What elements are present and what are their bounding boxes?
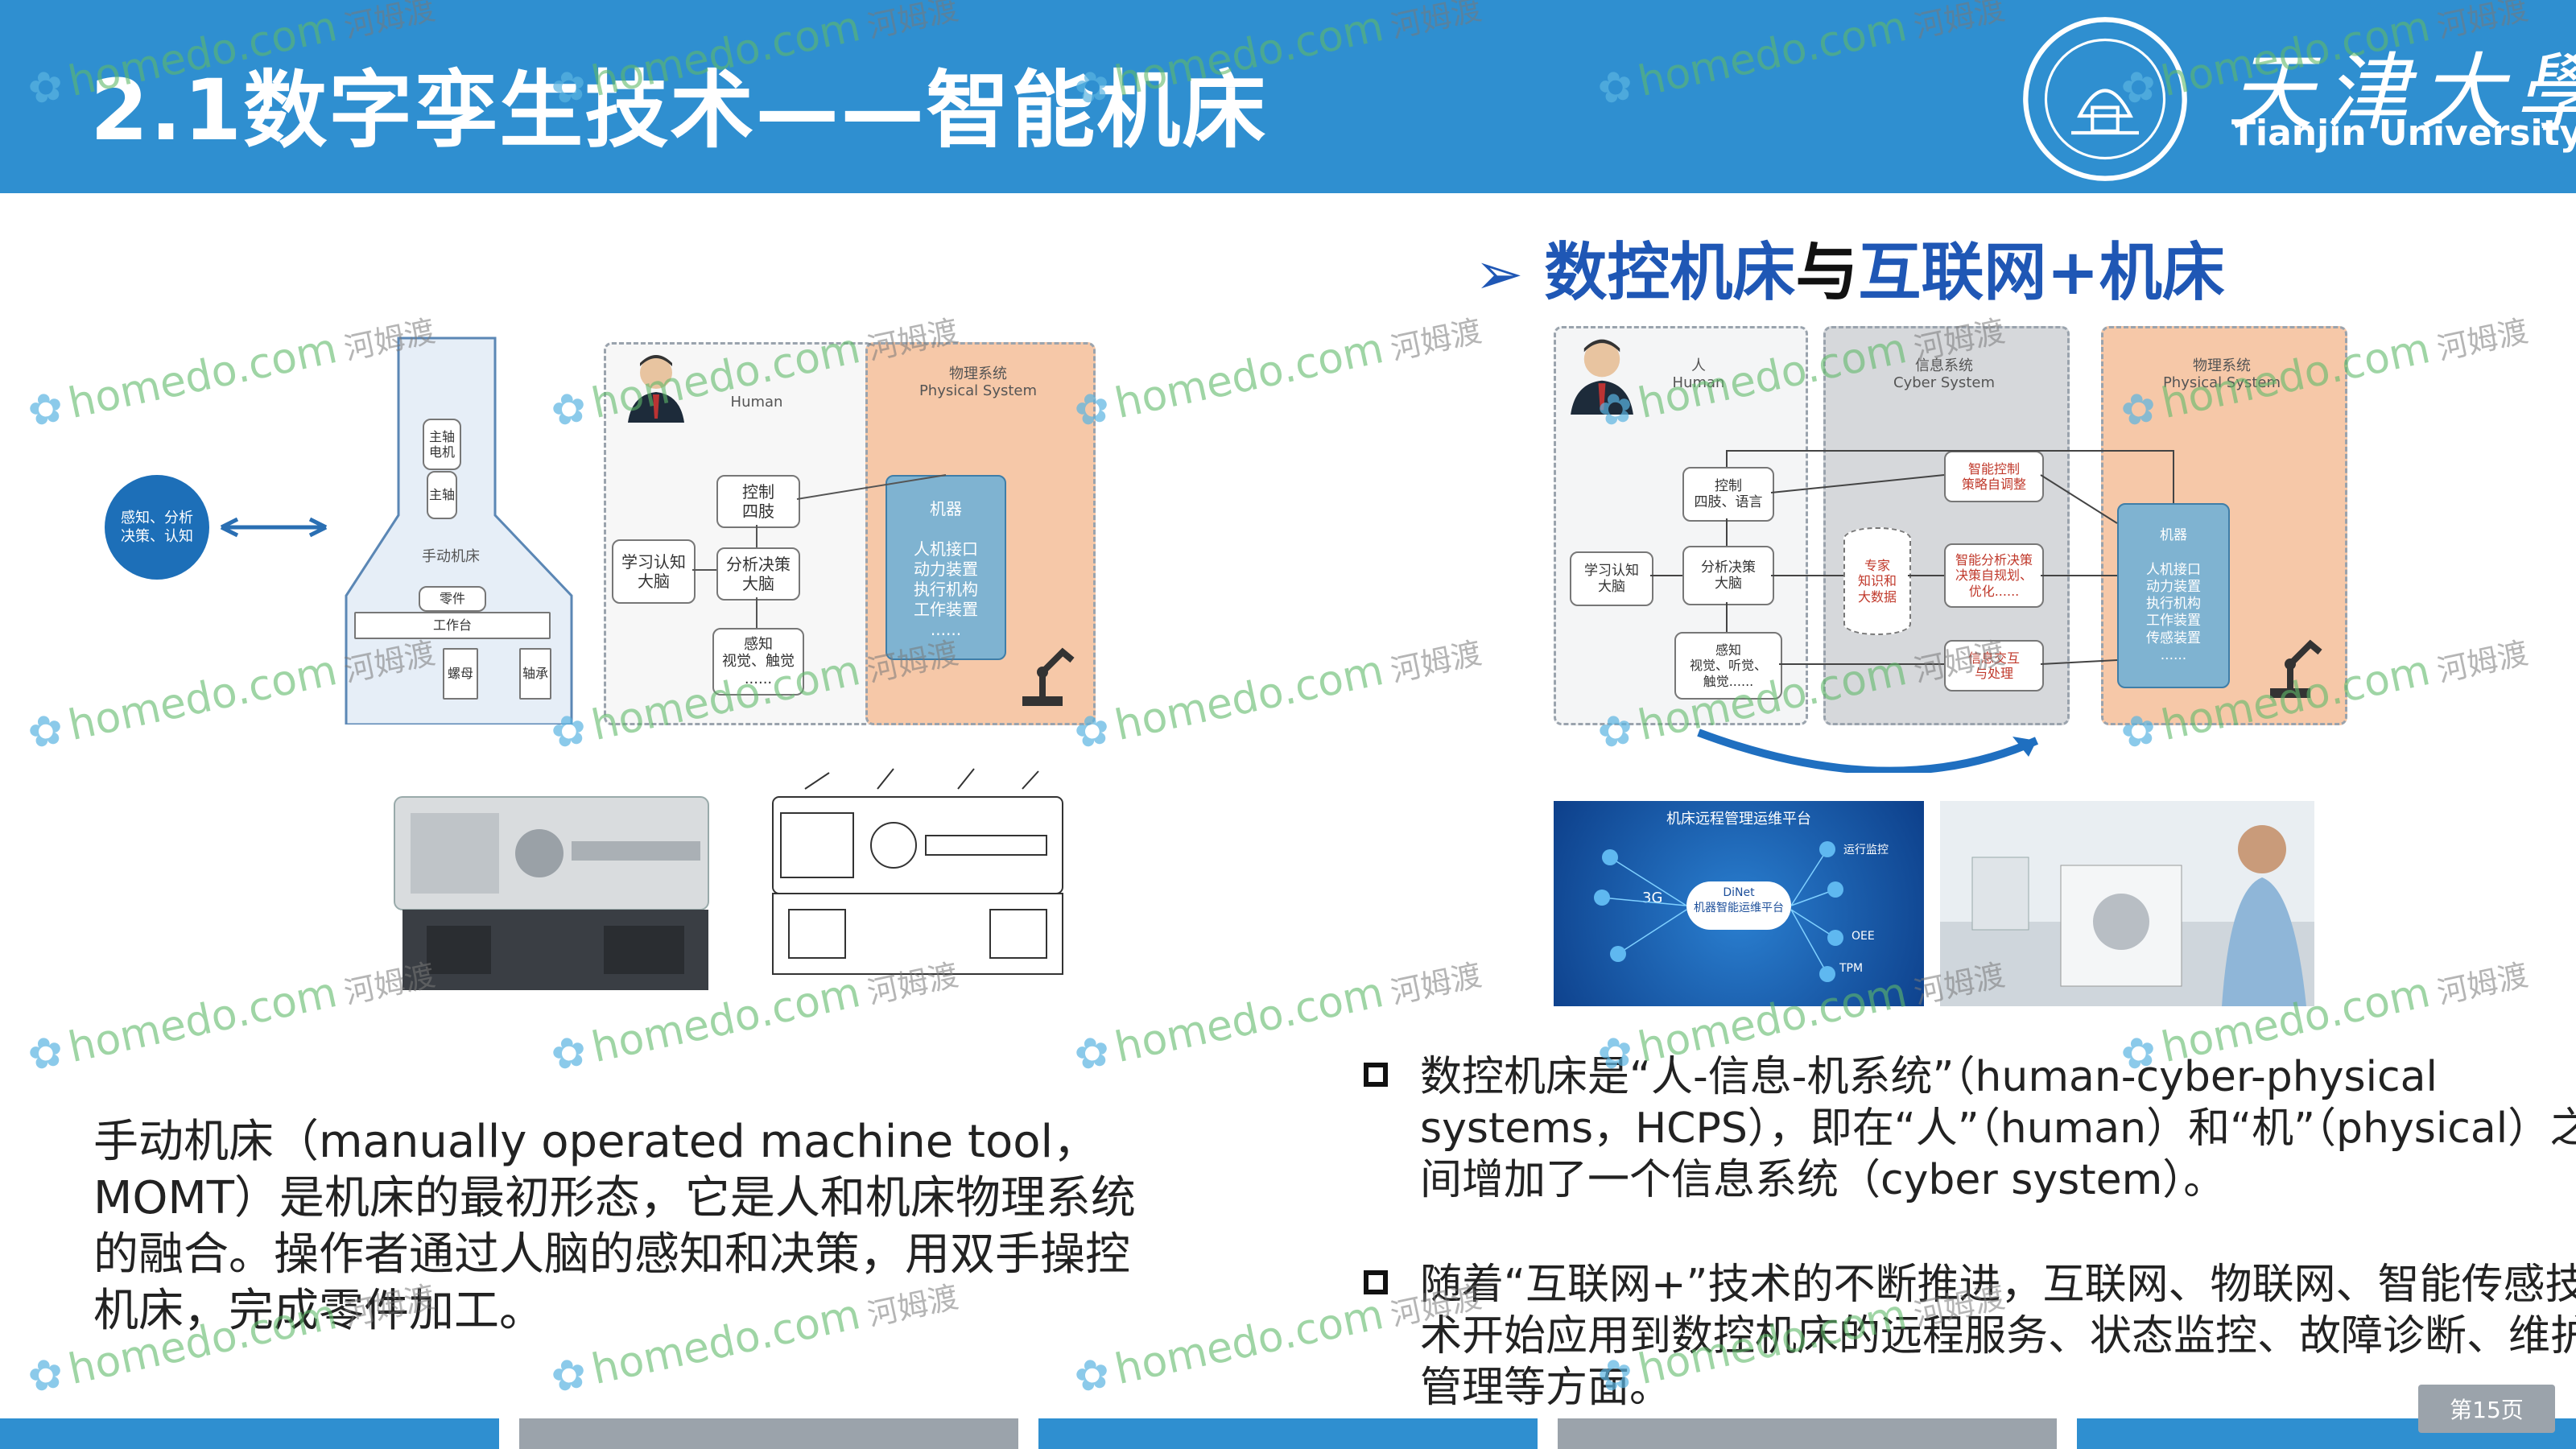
page-number: 第15页: [2418, 1385, 2555, 1433]
manual-machine-diagram: 感知、分析 决策、认知 主轴电机 主轴 手动机床 零件 工作台 螺母 轴承 Hu…: [97, 330, 1096, 733]
human-label-right: 人 Human: [1672, 357, 1725, 391]
smart-control-box: 智能控制 策略自调整: [1944, 451, 2044, 502]
bearing-label: 轴承: [519, 648, 551, 700]
watermark: ✿homedo.com河姆渡: [1070, 625, 1485, 759]
watermark-text-cn: 河姆渡: [1387, 634, 1485, 689]
physical-label-right: 物理系统 Physical System: [2162, 357, 2281, 391]
watermark-flower-icon: ✿: [23, 1026, 68, 1081]
part-label: 零件: [419, 586, 486, 612]
lathe-drawing: [757, 765, 1079, 998]
double-arrow-icon: [220, 517, 328, 538]
node-oee: OEE: [1852, 930, 1875, 943]
control-box: 控制 四肢: [716, 475, 800, 528]
watermark-flower-icon: ✿: [23, 704, 68, 759]
watermark-flower-icon: ✿: [1070, 1026, 1115, 1081]
heading-part-1: 数控机床: [1544, 237, 1796, 309]
learn-box: 学习认知 大脑: [612, 539, 696, 604]
control-box-right: 控制 四肢、语言: [1682, 467, 1774, 522]
node-ops: 运行监控: [1843, 844, 1889, 857]
slide-title: 2.1数字孪生技术——智能机床: [90, 61, 1268, 159]
heading-part-2: 与: [1795, 237, 1859, 309]
section-heading: ➢ 数控机床与互联网+机床: [1475, 222, 2225, 312]
footer-bar-3: [1038, 1418, 1538, 1449]
watermark-flower-icon: ✿: [23, 382, 68, 437]
watermark-text-cn: 河姆渡: [1387, 312, 1485, 367]
watermark-text: homedo.com: [1110, 968, 1388, 1073]
footer-bar-1: [0, 1418, 499, 1449]
watermark-text: homedo.com: [64, 968, 341, 1073]
watermark-flower-icon: ✿: [547, 1026, 592, 1081]
analyze-box: 分析决策 大脑: [716, 547, 800, 601]
person-circle: 感知、分析 决策、认知: [105, 475, 209, 580]
heading-part-3: 互联网+机床: [1858, 237, 2225, 309]
analyze-box-right: 分析决策 大脑: [1682, 546, 1774, 605]
spindle-label: 主轴: [427, 471, 457, 519]
watermark-text: homedo.com: [1110, 324, 1388, 429]
machine-box: 机器 人机接口 动力装置 执行机构 工作装置 ......: [886, 475, 1006, 660]
sense-box-right: 感知 视觉、听觉、 触觉......: [1674, 632, 1782, 700]
arrow-bullet-icon: ➢: [1475, 240, 1524, 308]
bullet-internet-text: 随着“互联网+”技术的不断推进，互联网、物联网、智能传感技术开始应用到数控机床的…: [1420, 1261, 2576, 1412]
person-avatar-icon: [1571, 339, 1633, 415]
footer-bar-4: [1558, 1418, 2057, 1449]
platform-center: DiNet 机器智能运维平台: [1686, 881, 1791, 930]
robot-arm-icon: [2270, 639, 2322, 698]
smart-factory-photo: [1940, 801, 2314, 1006]
node-tpm: TPM: [1839, 962, 1864, 975]
university-name-en: Tianjin University: [2231, 113, 2576, 154]
bullet-hcps-text: 数控机床是“人-信息-机系统”（human-cyber-physical sys…: [1420, 1053, 2576, 1204]
watermark-text-cn: 河姆渡: [1387, 956, 1485, 1011]
remote-platform-image: 机床远程管理运维平台 DiNet 机器智能运维平台 3G 运行监控 OEE TP…: [1554, 801, 1924, 1006]
watermark-text: homedo.com: [1110, 646, 1388, 751]
learn-box-right: 学习认知 大脑: [1570, 551, 1653, 606]
footer-bar-2: [519, 1418, 1018, 1449]
expert-box: 专家 知识和 大数据: [1843, 527, 1911, 635]
smart-analyze-box: 智能分析决策 决策自规划、 优化......: [1944, 543, 2044, 608]
bullet-internet: 随着“互联网+”技术的不断推进，互联网、物联网、智能传感技术开始应用到数控机床的…: [1364, 1259, 2576, 1414]
university-name-cn: 天津大學: [2230, 43, 2576, 142]
hcps-diagram: 人 Human 信息系统 Cyber System 物理系统 Physical …: [1554, 322, 2504, 773]
robot-arm-icon: [1022, 647, 1075, 706]
sense-box: 感知 视觉、触觉 ......: [712, 628, 804, 696]
square-bullet-icon: [1364, 1270, 1388, 1294]
human-label: Human: [730, 394, 783, 411]
platform-title: 机床远程管理运维平台: [1666, 811, 1811, 828]
cyber-label: 信息系统 Cyber System: [1893, 357, 1995, 391]
physical-label: 物理系统 Physical System: [919, 365, 1038, 399]
university-seal-icon: [2023, 17, 2187, 181]
person-avatar-icon: [628, 355, 684, 423]
bullet-hcps: 数控机床是“人-信息-机系统”（human-cyber-physical sys…: [1364, 1051, 2576, 1206]
info-exchange-box: 信息交互 与处理: [1944, 640, 2044, 691]
square-bullet-icon: [1364, 1063, 1388, 1087]
manual-machine-description: 手动机床（manually operated machine tool，MOMT…: [93, 1116, 1136, 1337]
manual-machine-label: 手动机床: [422, 548, 480, 565]
watermark-text-cn: 河姆渡: [2434, 956, 2532, 1011]
watermark-flower-icon: ✿: [1070, 1348, 1115, 1403]
worktable-label: 工作台: [354, 612, 551, 639]
lathe-photo: [378, 765, 724, 998]
watermark-flower-icon: ✿: [547, 1348, 592, 1403]
nut-label: 螺母: [443, 648, 478, 700]
network-lines: [1594, 841, 1843, 982]
spindle-motor-label: 主轴电机: [423, 419, 461, 470]
watermark-flower-icon: ✿: [23, 1348, 68, 1403]
watermark: ✿homedo.com河姆渡: [1070, 303, 1485, 437]
machine-box-right: 机器 人机接口 动力装置 执行机构 工作装置 传感装置 ......: [2117, 503, 2230, 688]
watermark: ✿homedo.com河姆渡: [23, 947, 439, 1081]
